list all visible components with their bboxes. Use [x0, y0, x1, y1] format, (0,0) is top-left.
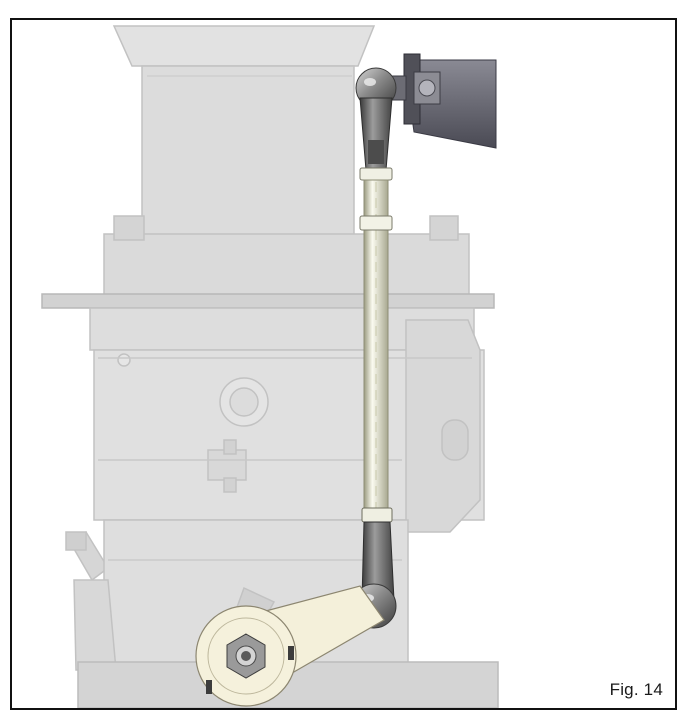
- figure-caption: Fig. 14: [609, 680, 663, 699]
- upper-ball-joint-icon: [355, 67, 397, 181]
- carburetor-linkage-drawing: [41, 25, 499, 708]
- air-horn-icon: [112, 25, 376, 249]
- carburetor-body-icon: [41, 25, 499, 708]
- linkage-rod-icon: [359, 179, 393, 515]
- throttle-lever-icon: [195, 585, 385, 707]
- mounting-bracket-icon: [391, 53, 497, 149]
- figure-frame: Fig. 14: [10, 18, 677, 710]
